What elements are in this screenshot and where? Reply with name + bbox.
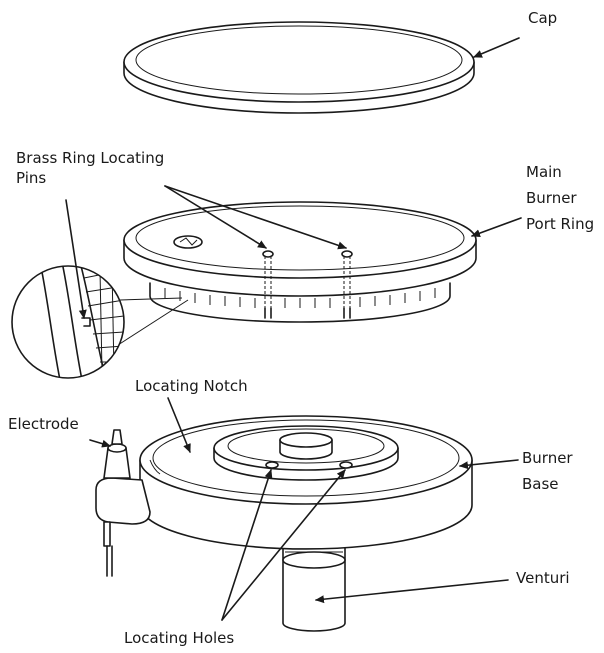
brass-ring-pin-arrow-right	[164, 185, 347, 250]
main-burner-label-line2: Burner	[526, 189, 577, 207]
cap-part	[123, 21, 475, 114]
electrode-label: Electrode	[8, 415, 79, 433]
burner-base-part	[139, 415, 473, 632]
electrode-part	[95, 429, 151, 577]
cap-label: Cap	[528, 9, 558, 27]
main-burner-label-line3: Port Ring	[526, 215, 595, 233]
venturi-arrow	[315, 579, 509, 604]
cap-arrow	[473, 37, 520, 58]
venturi-label: Venturi	[516, 569, 570, 587]
brass-ring-label-line1: Brass Ring Locating	[16, 149, 165, 167]
brass-ring-zoom-arrow	[65, 199, 87, 319]
brass-ring-pin-arrow-left	[164, 185, 267, 249]
locating-notch-arrow	[167, 397, 191, 453]
main-burner-label-line1: Main	[526, 163, 562, 181]
locating-hole-arrow-right	[221, 469, 346, 621]
locating-holes-label: Locating Holes	[124, 629, 235, 647]
burner-base-label-line1: Burner	[522, 449, 573, 467]
brass-ring-label-line2: Pins	[16, 169, 47, 187]
main-burner-arrow	[471, 217, 522, 237]
burner-base-label-line2: Base	[522, 475, 559, 493]
locating-hole-arrow-left	[221, 469, 273, 621]
main-burner-port-ring-part	[123, 201, 477, 323]
locating-notch-label: Locating Notch	[135, 377, 248, 395]
burner-base-arrow	[459, 459, 519, 470]
electrode-arrow	[89, 439, 111, 448]
